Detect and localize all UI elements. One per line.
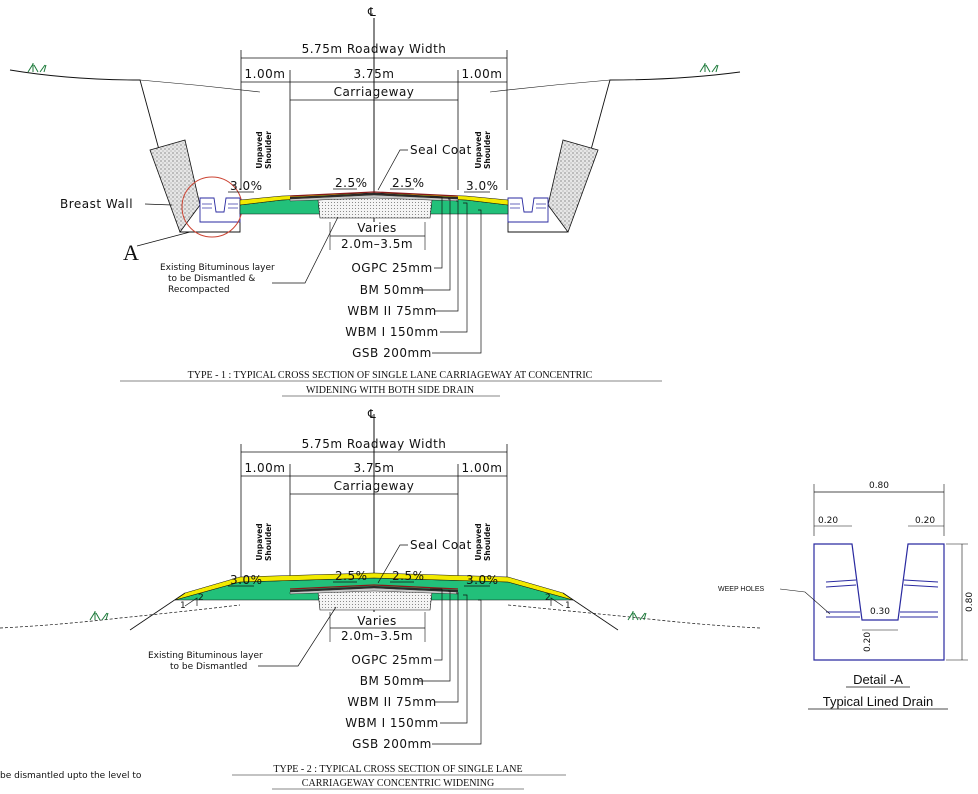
- type2-right-shoulder-l1: Unpaved: [474, 523, 483, 560]
- type1-layer-leaders: [418, 196, 482, 354]
- grass-icon: [27, 63, 719, 73]
- type1-camber-right: 2.5%: [392, 176, 425, 190]
- type2-left-shoulder-l2: Shoulder: [264, 523, 273, 561]
- detail-depth: 0.80: [965, 592, 975, 612]
- type2-slope-h-left: 2: [198, 593, 204, 603]
- type2-layer-leaders: [418, 588, 482, 745]
- type1-seal-coat: Seal Coat: [410, 143, 472, 157]
- type1-slope-left: 3.0%: [230, 179, 263, 193]
- detail-subtitle: Typical Lined Drain: [823, 694, 934, 709]
- detail-weep-holes: WEEP HOLES: [718, 586, 764, 593]
- type2-section: ℄ 5.75m Roadway Width 1.00m 3.75m 1.00m …: [0, 407, 761, 790]
- type2-left-width: 1.00m: [245, 461, 286, 475]
- type1-centerline-symbol: ℄: [367, 5, 376, 19]
- type1-layer-3: WBM I 150mm: [345, 325, 438, 339]
- type2-title-line1: TYPE - 2 : TYPICAL CROSS SECTION OF SING…: [273, 764, 522, 775]
- detail-right-wall: 0.20: [915, 516, 935, 526]
- type2-centerline-symbol: ℄: [367, 407, 376, 421]
- type2-right-width: 1.00m: [462, 461, 503, 475]
- type1-existing-note-2: to be Dismantled &: [168, 274, 255, 284]
- type2-slope-v-right: 1: [565, 601, 571, 611]
- type1-layer-1: BM 50mm: [360, 283, 425, 297]
- type2-title-line2: CARRIAGEWAY CONCENTRIC WIDENING: [302, 778, 494, 789]
- type1-slope-right: 3.0%: [466, 179, 499, 193]
- type1-left-shoulder-l2: Shoulder: [264, 131, 273, 169]
- type2-seal-coat: Seal Coat: [410, 538, 472, 552]
- type2-left-shoulder-l1: Unpaved: [255, 523, 264, 560]
- type1-title-line1: TYPE - 1 : TYPICAL CROSS SECTION OF SING…: [188, 370, 593, 381]
- detail-bottom-width: 0.30: [870, 607, 890, 617]
- type2-existing-note-1: Existing Bituminous layer: [148, 651, 263, 661]
- type1-varies-range: 2.0m–3.5m: [341, 237, 413, 251]
- type2-varies-range: 2.0m–3.5m: [341, 629, 413, 643]
- type1-breast-wall: Breast Wall: [60, 197, 133, 211]
- type1-carriageway-width: 3.75m: [354, 67, 395, 81]
- type1-detail-marker: A: [123, 240, 139, 265]
- type1-layer-0: OGPC 25mm: [351, 261, 432, 275]
- type1-right-shoulder-l2: Shoulder: [483, 131, 492, 169]
- type1-existing-note-3: Recompacted: [168, 285, 230, 295]
- type1-left-width: 1.00m: [245, 67, 286, 81]
- type1-left-shoulder-l1: Unpaved: [255, 131, 264, 168]
- type1-layer-2: WBM II 75mm: [347, 304, 436, 318]
- type1-layer-4: GSB 200mm: [352, 346, 432, 360]
- detail-title: Detail -A: [853, 672, 903, 687]
- type1-roadway-width: 5.75m Roadway Width: [302, 42, 447, 56]
- type2-carriageway-label: Carriageway: [334, 479, 415, 493]
- type1-existing-note-1: Existing Bituminous layer: [160, 263, 275, 273]
- type2-right-shoulder-l2: Shoulder: [483, 523, 492, 561]
- type1-carriageway-label: Carriageway: [334, 85, 415, 99]
- type2-layer-3: WBM I 150mm: [345, 716, 438, 730]
- detail-a: 0.80 0.20 0.20 0.30 0.20 0.80 WEEP HOLES…: [718, 481, 975, 710]
- type2-camber-right: 2.5%: [392, 569, 425, 583]
- type2-layer-4: GSB 200mm: [352, 737, 432, 751]
- type2-varies: Varies: [357, 614, 397, 628]
- type2-layer-2: WBM II 75mm: [347, 695, 436, 709]
- type1-camber-left: 2.5%: [335, 176, 368, 190]
- type2-layer-0: OGPC 25mm: [351, 653, 432, 667]
- type1-varies: Varies: [357, 221, 397, 235]
- detail-left-wall: 0.20: [818, 516, 838, 526]
- type1-section: ℄ 5.75m Roadway Width 1.00m 3.75m 1.00m …: [9, 5, 741, 397]
- detail-base: 0.20: [863, 632, 873, 652]
- type2-existing-note-2: to be Dismantled: [170, 662, 247, 672]
- type2-slope-right: 3.0%: [466, 573, 499, 587]
- type1-title-line2: WIDENING WITH BOTH SIDE DRAIN: [306, 385, 474, 396]
- type2-slope-h-right: 2: [545, 593, 551, 603]
- type2-layer-1: BM 50mm: [360, 674, 425, 688]
- type1-right-width: 1.00m: [462, 67, 503, 81]
- type2-slope-left: 3.0%: [230, 573, 263, 587]
- detail-top-width: 0.80: [869, 481, 889, 491]
- footnote: be dismantled upto the level to: [0, 771, 142, 781]
- type1-right-shoulder-l1: Unpaved: [474, 131, 483, 168]
- type2-carriageway-width: 3.75m: [354, 461, 395, 475]
- type2-roadway-width: 5.75m Roadway Width: [302, 437, 447, 451]
- type2-camber-left: 2.5%: [335, 569, 368, 583]
- type2-slope-v-left: 1: [180, 601, 186, 611]
